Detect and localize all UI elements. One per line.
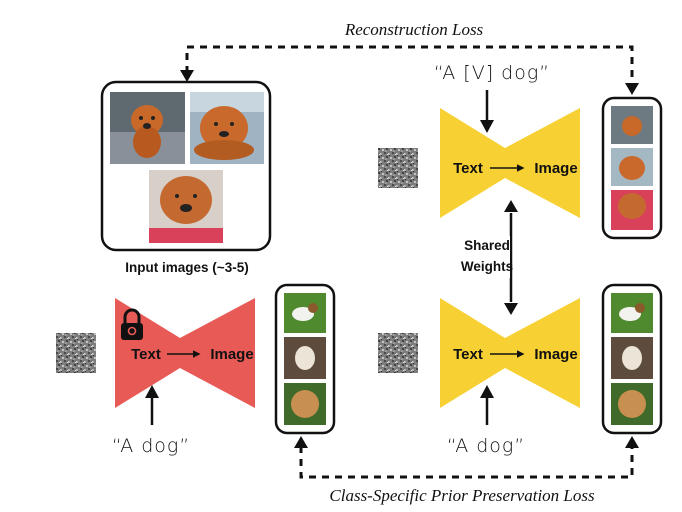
model-image-label: Image	[534, 346, 577, 363]
class-output-column-left	[274, 283, 336, 435]
input-images-panel	[100, 80, 272, 252]
reconstruction-loss-connector: Reconstruction Loss	[180, 20, 639, 95]
noise-icon	[378, 333, 418, 373]
frozen-model: Text Image	[115, 298, 255, 408]
input-images-label: Input images (~3-5)	[125, 260, 248, 275]
noise-icon	[378, 148, 418, 188]
noise-icon	[56, 333, 96, 373]
shared-weights-label-line2: Weights	[461, 259, 513, 274]
model-image-label: Image	[210, 346, 253, 363]
chow-chow-photo	[110, 92, 185, 164]
model-text-label: Text	[131, 346, 161, 363]
model-text-label: Text	[453, 346, 483, 363]
prior-preservation-loss-label: Class-Specific Prior Preservation Loss	[329, 486, 595, 505]
shared-weights-label-line1: Shared	[464, 238, 510, 253]
chow-chow-photo	[190, 92, 264, 164]
prior-preservation-loss-connector: Class-Specific Prior Preservation Loss	[294, 436, 639, 505]
prompt-class-bottom-right: “A dog”	[447, 435, 525, 457]
shared-weights-link: Shared Weights	[460, 200, 518, 315]
finetune-model-top: Text Image	[440, 108, 580, 218]
subject-output-column	[601, 96, 663, 240]
finetune-model-bottom: Text Image	[440, 298, 580, 408]
model-image-label: Image	[534, 160, 577, 177]
prompt-class-left: “A dog”	[112, 435, 190, 457]
reconstruction-loss-label: Reconstruction Loss	[344, 20, 484, 39]
lock-icon	[121, 308, 143, 340]
chow-chow-photo	[149, 170, 223, 243]
model-text-label: Text	[453, 160, 483, 177]
prompt-subject: “A [V] dog”	[434, 62, 550, 84]
class-output-column-right	[601, 283, 663, 435]
